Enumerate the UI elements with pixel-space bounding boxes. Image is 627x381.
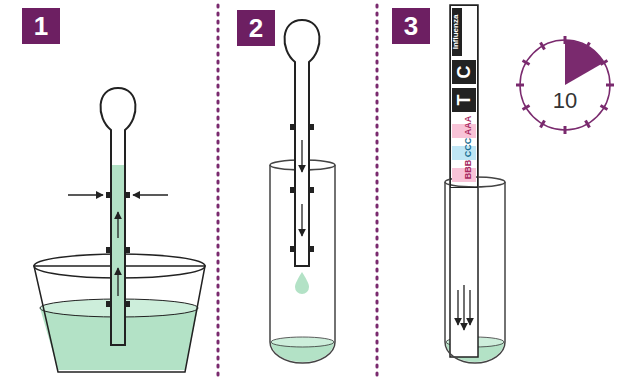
timer-tick bbox=[586, 43, 590, 50]
step-badge: 1 bbox=[22, 8, 60, 44]
node-label: CCC bbox=[464, 138, 473, 158]
test-strip bbox=[450, 5, 478, 357]
timer-tick bbox=[606, 84, 614, 87]
separator bbox=[217, 5, 220, 376]
timer-tick bbox=[516, 84, 524, 87]
timer-tick bbox=[586, 121, 590, 128]
timer-minutes: 10 bbox=[545, 88, 585, 114]
node-label: BBB bbox=[464, 160, 473, 180]
timer-tick bbox=[601, 106, 608, 110]
separator bbox=[376, 5, 379, 376]
timer-tick bbox=[564, 36, 567, 44]
node-label: 10 bbox=[553, 90, 577, 112]
timer-tick bbox=[564, 126, 567, 134]
drop bbox=[295, 272, 309, 294]
node-label: 1 bbox=[34, 13, 48, 39]
test-band: BBB bbox=[452, 168, 476, 182]
timer-tick bbox=[523, 106, 530, 110]
node-label: 2 bbox=[249, 15, 263, 41]
timer-icon bbox=[516, 36, 614, 134]
timer-tick bbox=[523, 61, 530, 65]
pipette bbox=[285, 20, 320, 294]
node-label: C bbox=[455, 65, 473, 78]
node-label: AAA bbox=[464, 116, 473, 136]
control-band: CCC bbox=[452, 146, 476, 160]
test-band: AAA bbox=[452, 124, 476, 138]
node-label: 3 bbox=[404, 13, 418, 39]
timer-tick bbox=[541, 121, 545, 128]
test-strip: AAACCCBBBInfluenzaCT bbox=[450, 5, 478, 188]
test-tube bbox=[445, 177, 505, 363]
step-badge: 2 bbox=[237, 10, 275, 46]
step-badge: 3 bbox=[392, 8, 430, 44]
node-label: Influenza bbox=[453, 14, 461, 49]
timer-tick bbox=[601, 61, 608, 65]
timer-tick bbox=[541, 43, 545, 50]
pipette bbox=[68, 88, 168, 345]
node-label: T bbox=[455, 94, 473, 105]
